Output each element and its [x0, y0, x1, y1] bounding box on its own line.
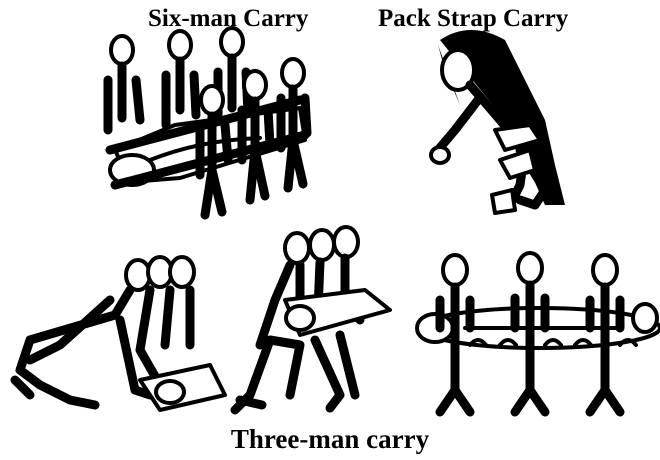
three-man-carry-kneeling-illustration	[15, 257, 225, 410]
six-man-carry-illustration	[108, 28, 307, 215]
three-man-carry-knee-rest-illustration	[235, 227, 390, 410]
three-man-carry-standing-illustration	[417, 253, 660, 412]
pack-strap-carry-illustration	[431, 30, 565, 213]
